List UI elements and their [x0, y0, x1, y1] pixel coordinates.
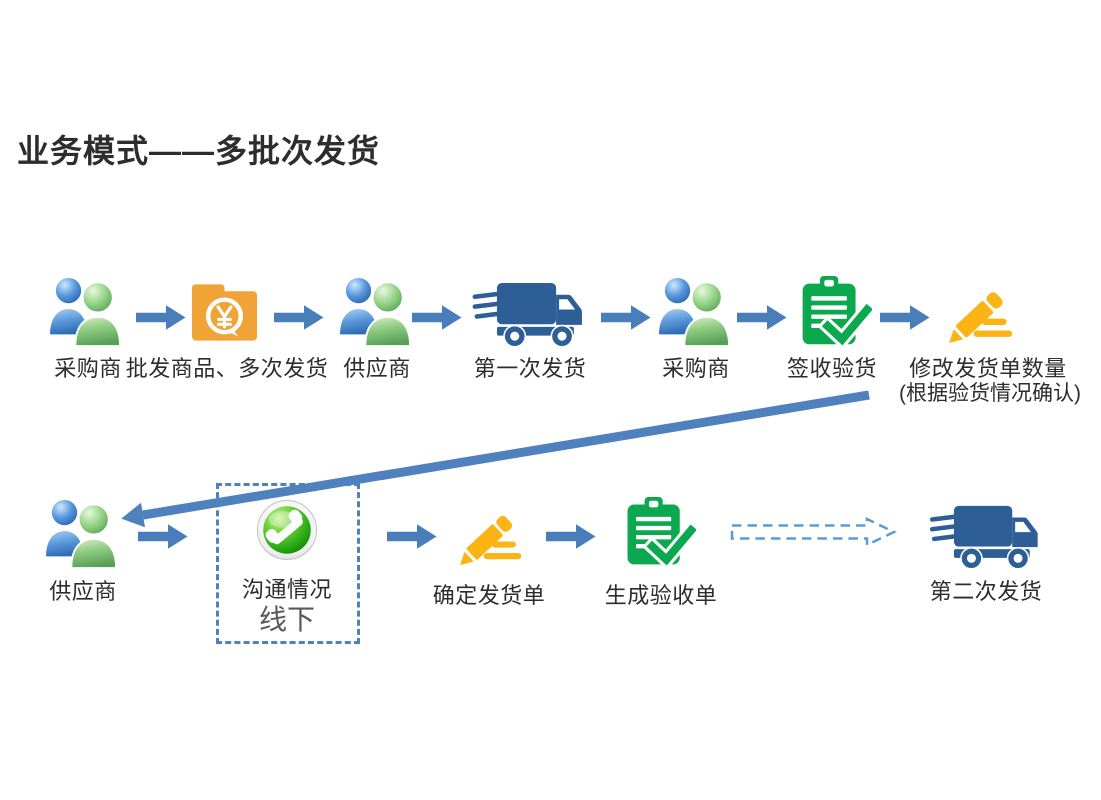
flow-arrow-icon: [136, 304, 186, 331]
node-label: 沟通情况: [241, 577, 333, 602]
node-label: 确定发货单: [432, 583, 546, 608]
flow-arrow-icon: [737, 304, 787, 331]
node-label: 生成验收单: [604, 583, 718, 608]
clipboard-check-icon: [616, 496, 696, 572]
buyers-icon: [44, 498, 122, 570]
flow-arrow-icon: [880, 304, 930, 331]
page-title: 业务模式——多批次发货: [17, 133, 381, 169]
node-label: 采购商: [54, 356, 122, 381]
node-label: 供应商: [343, 356, 411, 381]
flow-arrow-icon: [138, 523, 188, 550]
clipboard-check-icon: [791, 275, 872, 352]
node-label: 第二次发货: [929, 579, 1043, 604]
node-label: 修改发货单数量: [909, 356, 1067, 381]
node-label: 供应商: [49, 579, 117, 604]
flow-arrow-icon: [274, 304, 324, 331]
flow-arrow-icon: [412, 304, 462, 331]
phone-icon: [256, 499, 318, 561]
node-label: 签收验货: [786, 356, 878, 381]
pencil-edit-icon: [449, 505, 533, 569]
node-label: 采购商: [662, 356, 730, 381]
dashed-flow-arrow-icon: [730, 517, 897, 547]
buyers-icon: [48, 276, 126, 348]
flow-arrow-icon: [601, 304, 651, 331]
node-label: 第一次发货: [473, 356, 587, 381]
flow-arrow-icon: [387, 523, 437, 550]
node-label: 批发商品、多次发货: [125, 356, 329, 381]
buyers-icon: [338, 276, 416, 348]
buyers-icon: [657, 276, 735, 348]
folder-yuan-icon: [189, 279, 260, 345]
delivery-truck-icon: [928, 502, 1044, 570]
offline-label: 线下: [258, 604, 316, 635]
node-sublabel: (根据验货情况确认): [899, 382, 1081, 405]
flow-arrow-icon: [546, 523, 596, 550]
pencil-edit-icon: [938, 281, 1024, 347]
delivery-truck-icon: [471, 279, 588, 348]
